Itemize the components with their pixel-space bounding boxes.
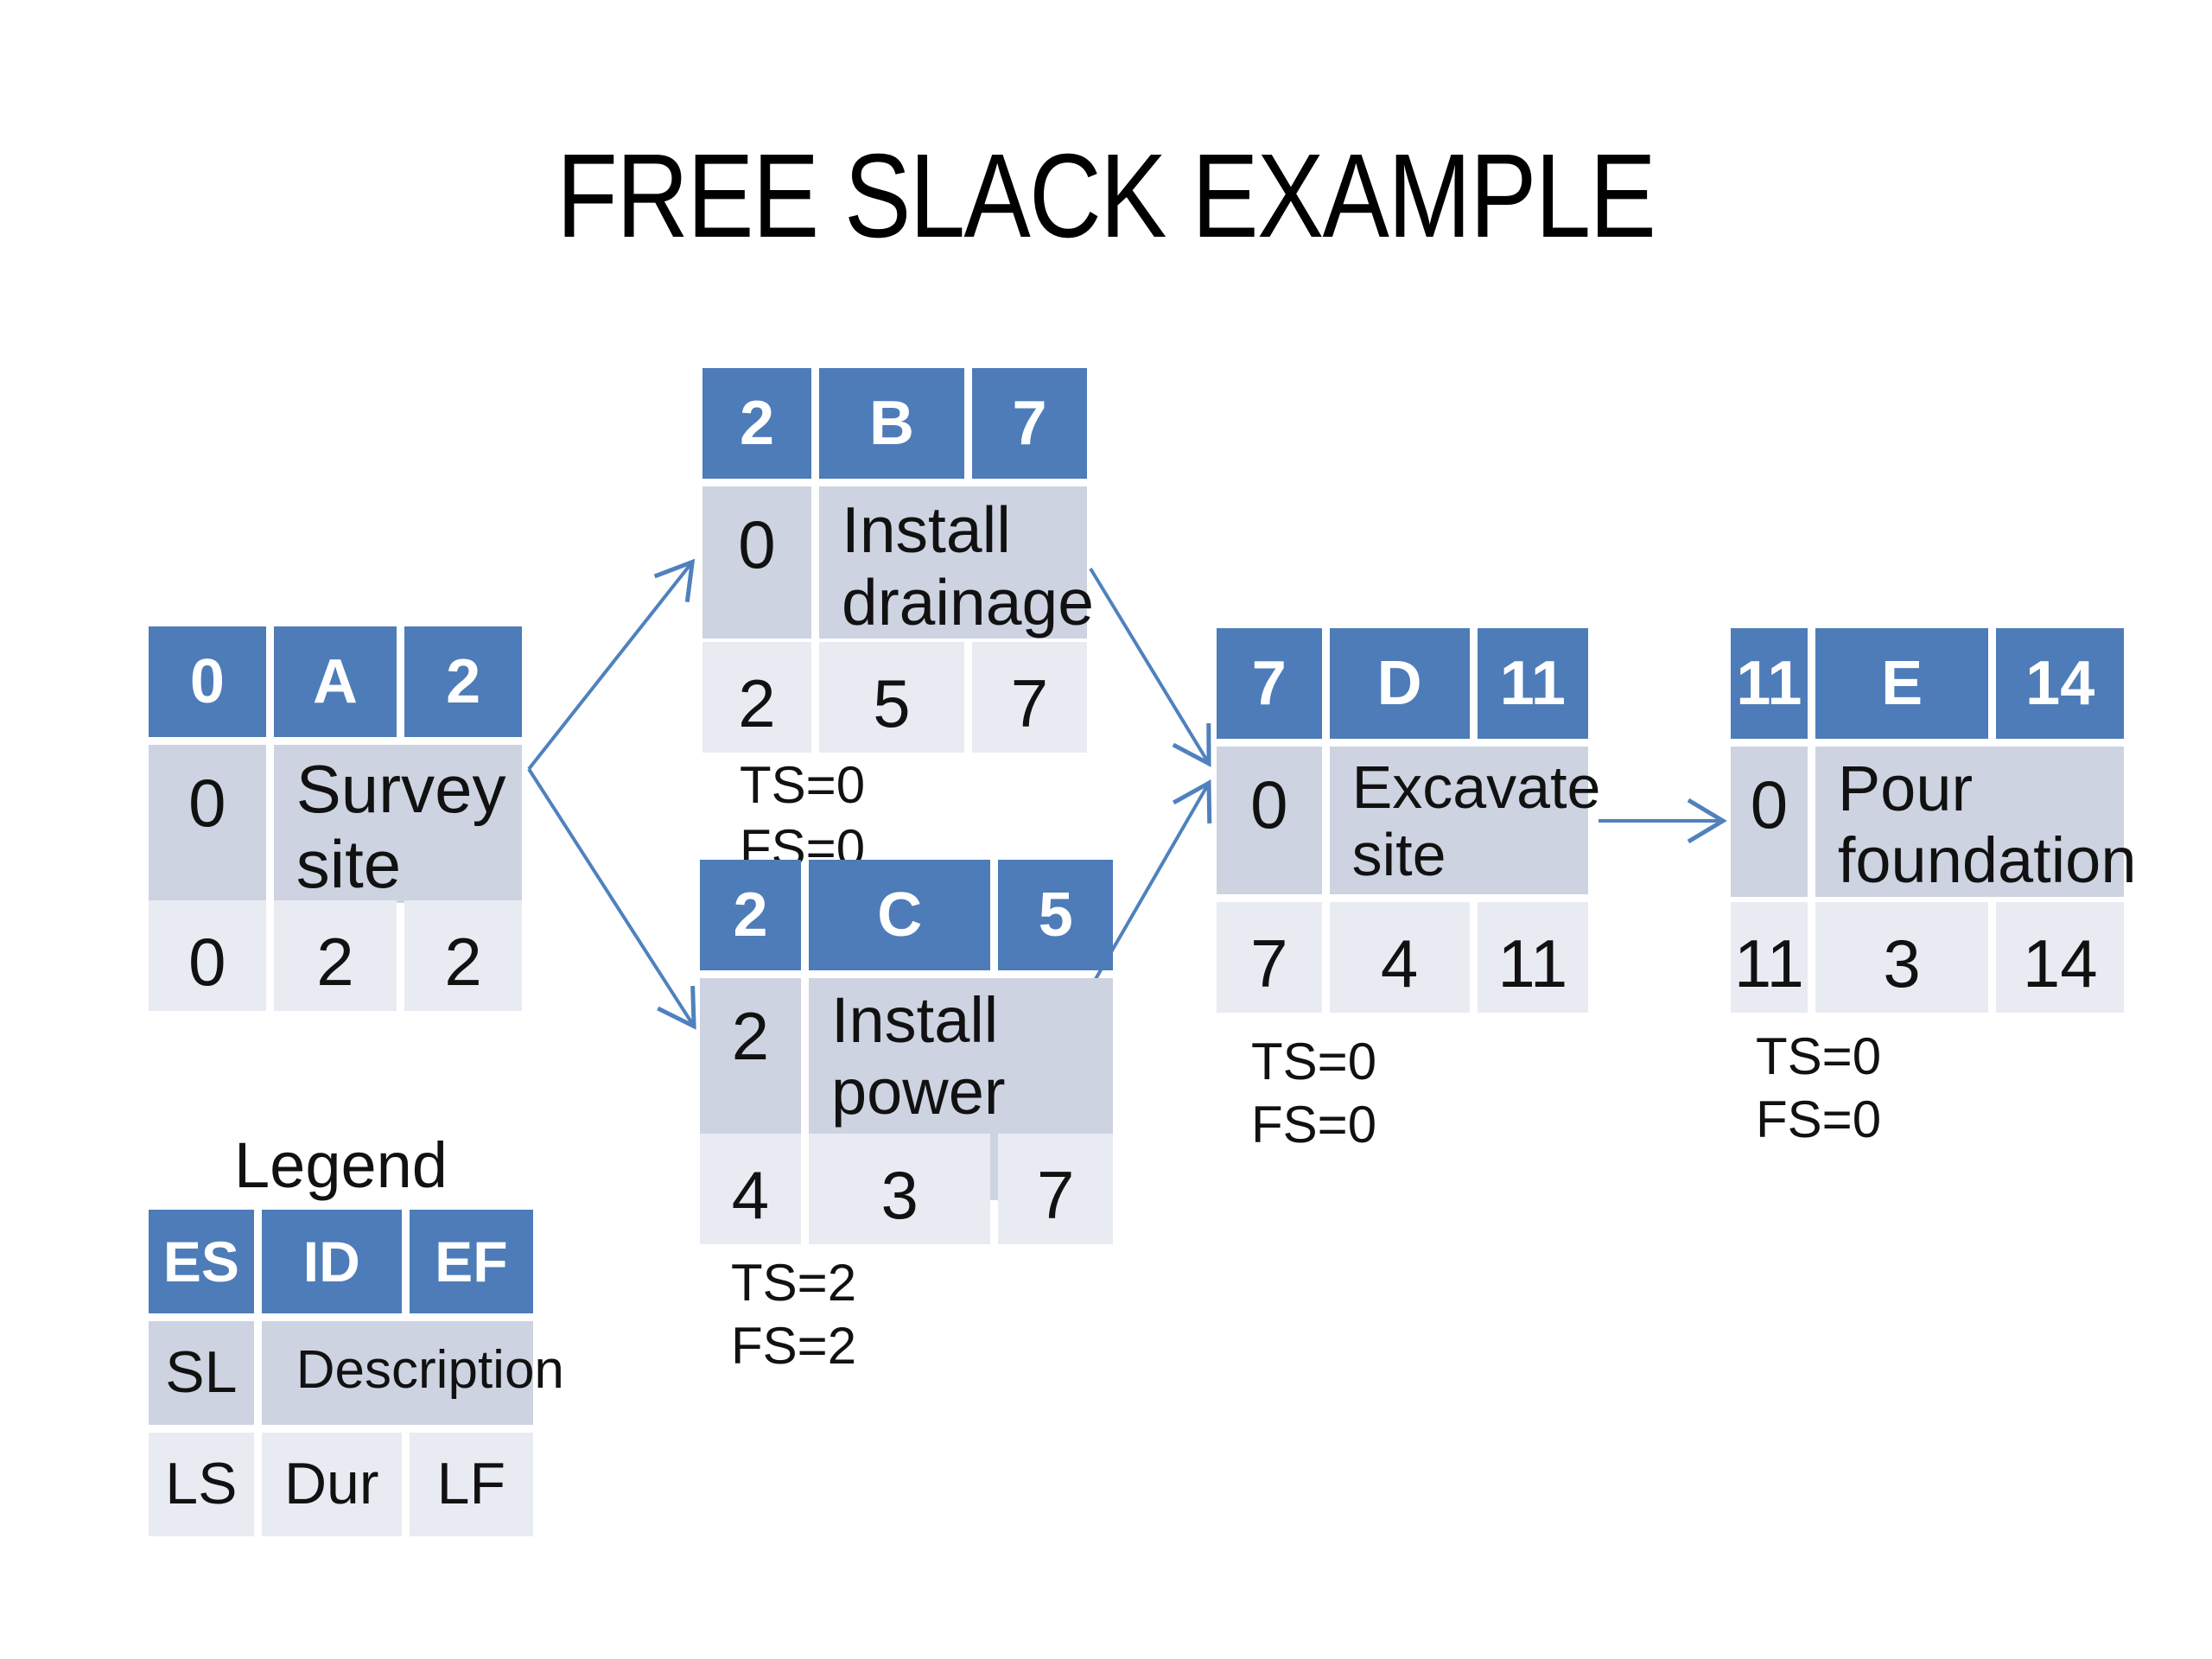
activity-node-b: 2 B 7 0 Install drainage 2 5 7	[702, 368, 1094, 753]
slack-annotation-c: TS=2 FS=2	[731, 1251, 856, 1377]
node-b-bottom-row: 2 5 7	[702, 642, 1087, 753]
activity-node-a: 0 A 2 0 Survey site 0 2 2	[149, 626, 522, 1011]
legend-middle-row: SL Description	[149, 1321, 564, 1425]
node-e-bottom-row: 11 3 14	[1731, 902, 2124, 1013]
node-d-ls: 7	[1217, 902, 1322, 1013]
node-e-dur: 3	[1815, 902, 1989, 1013]
node-e-total-slack: TS=0	[1756, 1027, 1882, 1085]
legend-bottom-row: LS Dur LF	[149, 1433, 533, 1536]
node-d-sl: 0	[1217, 747, 1322, 894]
node-a-ef: 2	[404, 626, 522, 737]
node-b-dur: 5	[819, 642, 964, 753]
node-c-ef: 5	[998, 860, 1113, 970]
node-a-dur: 2	[273, 900, 397, 1011]
node-d-middle-row: 0 Excavate site	[1217, 747, 1601, 894]
activity-node-d: 7 D 11 0 Excavate site 7 4 11	[1217, 628, 1601, 1013]
node-d-total-slack: TS=0	[1251, 1033, 1377, 1090]
arrow-b-to-d	[1089, 567, 1211, 767]
node-c-middle-row: 2 Install power line	[700, 978, 1113, 1200]
node-c-lf: 7	[998, 1134, 1113, 1244]
node-b-es: 2	[702, 368, 811, 479]
node-e-lf: 14	[1996, 902, 2124, 1013]
node-e-free-slack: FS=0	[1756, 1090, 1882, 1149]
legend-ef-label: EF	[409, 1210, 533, 1313]
node-b-lf: 7	[972, 642, 1087, 753]
node-e-es: 11	[1731, 628, 1808, 739]
node-b-middle-row: 0 Install drainage	[702, 486, 1094, 639]
activity-node-e: 11 E 14 0 Pour foundation 11 3 14	[1731, 628, 2136, 1013]
node-d-dur: 4	[1329, 902, 1470, 1013]
page-title: FREE SLACK EXAMPLE	[0, 128, 2212, 265]
legend-lf-label: LF	[409, 1433, 533, 1536]
node-e-ls: 11	[1731, 902, 1808, 1013]
node-c-total-slack: TS=2	[731, 1254, 857, 1312]
node-b-ls: 2	[702, 642, 811, 753]
node-b-id: B	[819, 368, 964, 479]
activity-node-c: 2 C 5 2 Install power line 4 3 7	[700, 860, 1113, 1244]
node-a-description: Survey site	[273, 745, 522, 903]
legend-table: ES ID EF SL Description LS Dur LF	[149, 1210, 564, 1536]
node-c-ls: 4	[700, 1134, 801, 1244]
node-c-free-slack: FS=2	[731, 1317, 857, 1376]
node-b-header-row: 2 B 7	[702, 368, 1087, 479]
node-a-middle-row: 0 Survey site	[149, 745, 522, 903]
legend-description-label: Description	[261, 1321, 564, 1425]
slack-annotation-d: TS=0 FS=0	[1251, 1030, 1376, 1156]
node-d-bottom-row: 7 4 11	[1217, 902, 1588, 1013]
node-a-bottom-row: 0 2 2	[149, 900, 522, 1011]
node-d-description: Excavate site	[1329, 747, 1601, 894]
node-a-es: 0	[149, 626, 266, 737]
node-d-header-row: 7 D 11	[1217, 628, 1588, 739]
node-e-ef: 14	[1996, 628, 2124, 739]
node-e-description: Pour foundation	[1815, 747, 2136, 897]
node-e-middle-row: 0 Pour foundation	[1731, 747, 2136, 897]
node-d-es: 7	[1217, 628, 1322, 739]
node-c-dur: 3	[808, 1134, 991, 1244]
node-c-es: 2	[700, 860, 801, 970]
node-a-lf: 2	[404, 900, 522, 1011]
node-c-id: C	[808, 860, 991, 970]
node-e-id: E	[1815, 628, 1989, 739]
node-d-free-slack: FS=0	[1251, 1096, 1377, 1154]
node-c-bottom-row: 4 3 7	[700, 1134, 1113, 1244]
legend-sl-label: SL	[149, 1321, 254, 1425]
node-a-header-row: 0 A 2	[149, 626, 522, 737]
legend-header-row: ES ID EF	[149, 1210, 533, 1313]
legend-es-label: ES	[149, 1210, 254, 1313]
node-e-sl: 0	[1731, 747, 1808, 897]
node-b-description: Install drainage	[819, 486, 1094, 639]
node-a-ls: 0	[149, 900, 266, 1011]
page-title-text: FREE SLACK EXAMPLE	[556, 130, 1656, 263]
node-d-ef: 11	[1477, 628, 1588, 739]
node-a-sl: 0	[149, 745, 266, 903]
legend-ls-label: LS	[149, 1433, 254, 1536]
node-a-id: A	[273, 626, 397, 737]
arrow-a-to-b	[527, 558, 696, 771]
node-d-lf: 11	[1477, 902, 1588, 1013]
legend-title: Legend	[234, 1129, 448, 1201]
node-d-id: D	[1329, 628, 1470, 739]
node-b-total-slack: TS=0	[740, 756, 866, 814]
legend-dur-label: Dur	[261, 1433, 402, 1536]
node-b-ef: 7	[972, 368, 1087, 479]
legend-id-label: ID	[261, 1210, 402, 1313]
node-e-header-row: 11 E 14	[1731, 628, 2124, 739]
slack-annotation-e: TS=0 FS=0	[1756, 1025, 1881, 1151]
node-b-sl: 0	[702, 486, 811, 639]
node-c-header-row: 2 C 5	[700, 860, 1113, 970]
arrow-a-to-c	[527, 767, 696, 1030]
